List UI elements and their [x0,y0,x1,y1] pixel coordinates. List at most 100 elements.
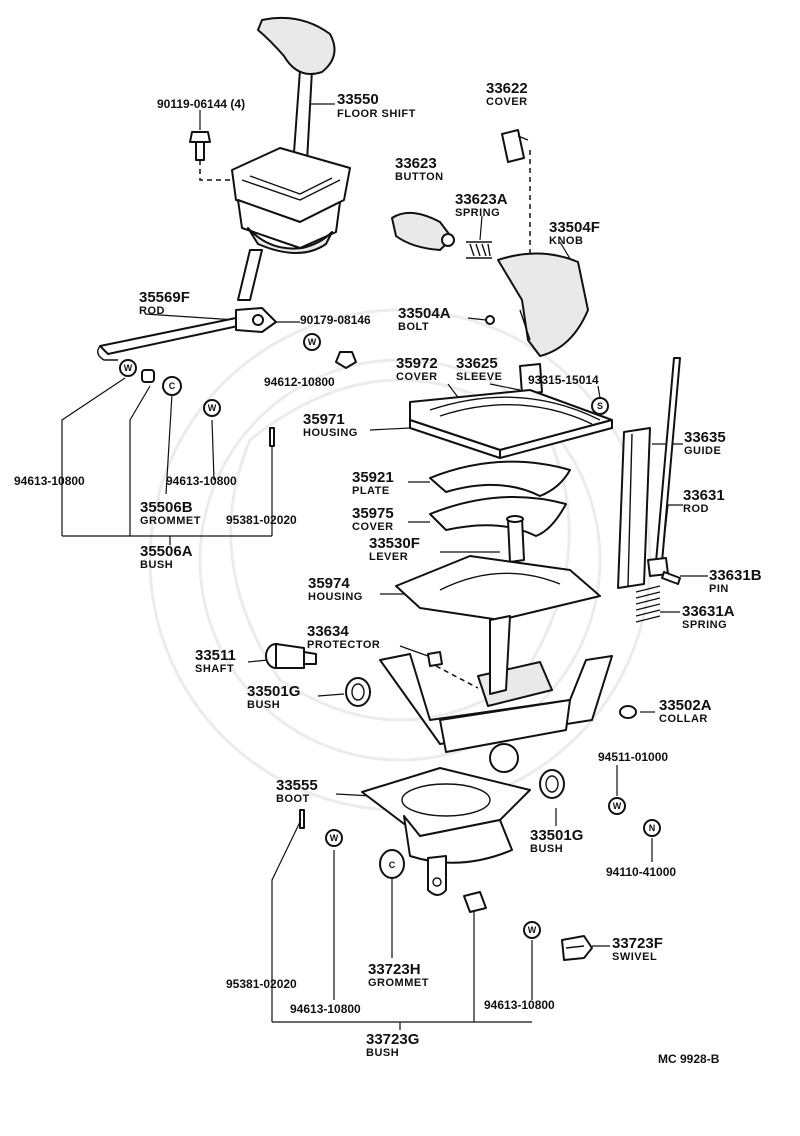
part-name-boot: BOOT [276,793,310,805]
left-fasteners: W C W W [119,333,357,447]
part-number-33501G-b: 33501G [530,827,583,844]
part-name-housing: HOUSING [303,427,358,439]
part-labels: 33550 FLOOR SHIFT 90119-06144 (4) 33622 … [14,80,762,1066]
bolt-90119-drawing [189,131,211,161]
floor-shift-drawing [231,16,351,301]
washer-icon: W [613,801,622,811]
spring-33631A-drawing [635,585,661,623]
part-number-33504A: 33504A [398,305,451,322]
button-33623-drawing [391,211,455,251]
part-number-90179: 90179-08146 [300,313,371,327]
part-number-35506A: 35506A [140,543,193,560]
cover-35975-drawing [429,495,567,537]
part-number-94613-d: 94613-10800 [484,998,555,1012]
part-number-33511: 33511 [195,647,236,664]
part-number-33501G-a: 33501G [247,683,300,700]
part-number-35569F: 35569F [139,289,190,306]
part-name-spring: SPRING [455,207,500,219]
washer-icon: W [528,925,537,935]
part-number-33631: 33631 [683,487,725,504]
part-number-33723F: 33723F [612,935,663,952]
bolt-33504A-drawing [485,315,495,325]
part-number-94613-b: 94613-10800 [166,474,237,488]
part-name-spring-33631A: SPRING [682,619,727,631]
part-number-94110: 94110-41000 [606,865,676,879]
snap-ring-icon: S [597,401,603,411]
part-name-plate: PLATE [352,485,390,497]
part-number-94613-c: 94613-10800 [290,1002,361,1016]
part-number-35974: 35974 [308,575,350,592]
boot-33555-drawing [361,767,531,896]
part-name-bolt: BOLT [398,321,429,333]
circlip-icon: C [169,381,176,391]
protector-33634-drawing [427,651,443,667]
part-name-guide: GUIDE [684,445,721,457]
part-name-rod: ROD [139,305,165,317]
part-number-33723G: 33723G [366,1031,419,1048]
part-name-sleeve: SLEEVE [456,371,502,383]
part-name-button: BUTTON [395,171,444,183]
part-number-35921: 35921 [352,469,394,486]
part-name-shaft: SHAFT [195,663,234,675]
sleeve-33625-drawing [519,363,543,395]
shaft-33511-drawing [265,643,317,669]
part-name-cover-35975: COVER [352,521,394,533]
cover-33622-drawing [501,129,529,163]
part-number-93315: 93315-15014 [528,373,599,387]
rod-33631-drawing [647,357,681,577]
part-number-33635: 33635 [684,429,726,446]
knob-33504F-drawing [497,252,589,357]
part-number-33550: 33550 [337,91,379,108]
nut-94110-drawing: N [643,819,661,837]
circlip-icon: C [389,860,396,870]
part-name-collar: COLLAR [659,713,708,725]
part-number-33622: 33622 [486,80,528,97]
part-number-90119: 90119-06144 (4) [157,97,245,111]
housing-35971-drawing [409,389,613,459]
housing-35974-drawing [395,555,601,621]
washer-icon: W [308,337,317,347]
part-number-95381-b: 95381-02020 [226,977,297,991]
part-name-cover-35972: COVER [396,371,438,383]
part-number-35972: 35972 [396,355,438,372]
part-name-bush-33501G-a: BUSH [247,699,280,711]
part-number-35975: 35975 [352,505,394,522]
washer-icon: W [124,363,133,373]
part-name-housing-35974: HOUSING [308,591,363,603]
part-number-33723H: 33723H [368,961,421,978]
part-number-35506B: 35506B [140,499,193,516]
part-number-95381-a: 95381-02020 [226,513,297,527]
part-name-knob: KNOB [549,235,583,247]
part-name-rod-33631: ROD [683,503,709,515]
part-number-33631B: 33631B [709,567,762,584]
lever-33530F-drawing [506,515,525,563]
part-name-pin: PIN [709,583,729,595]
part-name-cover: COVER [486,96,528,108]
part-name-bush-33723G: BUSH [366,1047,399,1059]
part-name-floor-shift: FLOOR SHIFT [337,108,416,120]
diagram-reference-code: MC 9928-B [658,1052,720,1066]
bottom-fasteners: W C W [299,809,593,961]
part-number-33625: 33625 [456,355,498,372]
part-name-bush-33501G-b: BUSH [530,843,563,855]
collar-33502A-drawing [619,705,637,719]
washer-icon: W [208,403,217,413]
part-number-35971: 35971 [303,411,345,428]
nut-icon: N [649,823,656,833]
plate-35921-drawing [429,460,571,497]
bush-33501G-lower-drawing [539,769,565,799]
part-number-33504F: 33504F [549,219,600,236]
part-name-lever: LEVER [369,551,408,563]
rod-35569F-drawing [97,307,277,361]
part-number-94612: 94612-10800 [264,375,335,389]
washer-icon: W [330,833,339,843]
bracket-drawing [379,615,613,773]
snap-93315-drawing: S [591,397,609,415]
part-number-33631A: 33631A [682,603,735,620]
part-name-grommet-33723H: GROMMET [368,977,429,989]
part-number-33623: 33623 [395,155,437,172]
part-number-94613-a: 94613-10800 [14,474,85,488]
part-name-bush-35506A: BUSH [140,559,173,571]
part-number-33555: 33555 [276,777,318,794]
